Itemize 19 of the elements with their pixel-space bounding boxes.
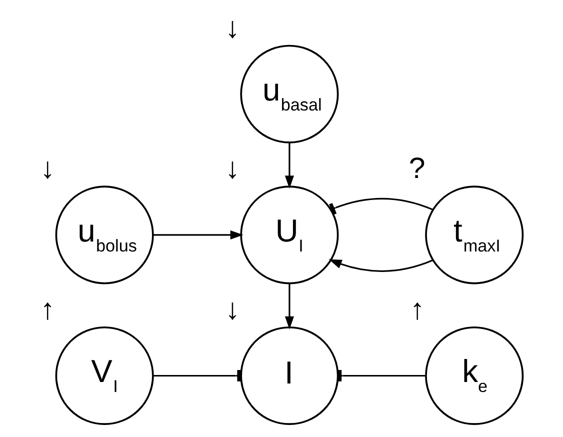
node-circle: u$_{bolus}$ [55, 185, 154, 284]
arrow [328, 258, 434, 272]
node-circle: I [240, 326, 339, 425]
node-label: ↓ [225, 10, 240, 44]
arrow [152, 230, 244, 239]
node-label: ↑ [40, 292, 55, 326]
node-circle: u$_{basal}$ [240, 44, 339, 143]
node-label: ↑ [410, 292, 425, 326]
connector [152, 370, 241, 381]
node-label: ↓ [40, 152, 55, 185]
node-label: ? [408, 152, 426, 185]
connector [328, 197, 434, 214]
arrow [284, 282, 294, 329]
node-circle: t$_{maxI}$ [425, 185, 524, 284]
node-label: ↓ [225, 152, 240, 185]
node-circle: k$_{e}$ [425, 326, 524, 425]
node-circle: V$_{I}$ [55, 326, 154, 425]
arrow [284, 142, 294, 188]
node-label: ↓ [225, 292, 240, 326]
